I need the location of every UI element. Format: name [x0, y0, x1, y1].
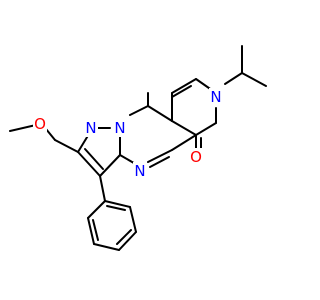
label-background	[189, 148, 203, 166]
atom-label-n-pyridone: N	[210, 88, 221, 106]
bond	[171, 120, 197, 136]
label-background	[84, 119, 98, 137]
bond	[99, 154, 121, 177]
bond	[92, 219, 99, 241]
bond	[147, 105, 173, 122]
atom-label-o-ether: O	[34, 115, 46, 133]
bond	[106, 205, 126, 211]
atom-label-n-pyrazole: N	[85, 119, 96, 137]
bond	[87, 200, 106, 219]
atom-label-n-pyrimidine: N	[134, 162, 145, 180]
atom-label-layer: N O N N N O	[33, 88, 223, 180]
atom-label-n-pyrazole-fused: N	[114, 119, 125, 137]
bond	[149, 156, 170, 168]
bond	[118, 231, 137, 251]
bond	[171, 78, 197, 94]
structure-diagram: N O N N N O	[9, 45, 267, 251]
bond	[129, 105, 149, 116]
bond	[147, 149, 173, 163]
bond	[84, 148, 104, 170]
molecule-canvas: N O N N N O	[9, 45, 267, 251]
bond	[171, 134, 197, 151]
bond	[77, 151, 101, 177]
atom-label-o-carbonyl: O	[190, 148, 202, 166]
bond-layer	[9, 45, 267, 251]
bond	[104, 200, 131, 208]
bond	[195, 122, 217, 136]
bond	[171, 85, 192, 98]
bond	[45, 128, 56, 141]
label-background	[33, 115, 47, 133]
bond	[54, 139, 79, 153]
bond	[93, 243, 120, 251]
bond	[116, 229, 132, 245]
bond	[9, 124, 37, 132]
label-background	[113, 119, 127, 137]
label-background	[133, 162, 147, 180]
bond	[241, 72, 267, 87]
label-background	[209, 88, 223, 106]
bond	[87, 217, 95, 245]
bond	[129, 206, 137, 233]
bond	[224, 72, 243, 85]
bond	[99, 175, 106, 202]
